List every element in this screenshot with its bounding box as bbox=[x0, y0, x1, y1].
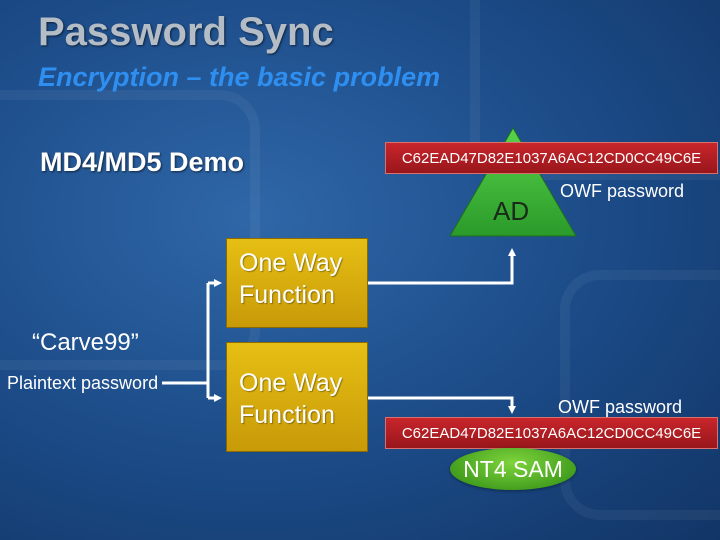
one-way-function-box-top: One Way Function bbox=[226, 238, 368, 328]
ad-triangle bbox=[449, 127, 577, 237]
page-title: Password Sync bbox=[38, 10, 334, 54]
plaintext-value: “Carve99” bbox=[32, 329, 139, 356]
function-label-line2: Function bbox=[239, 281, 335, 309]
function-label-line1: One Way bbox=[239, 369, 343, 397]
function-label: One Way Function bbox=[239, 247, 342, 311]
function-label: One Way Function bbox=[239, 367, 342, 431]
plaintext-split-connector bbox=[162, 279, 222, 402]
nt4-sam-ellipse: NT4 SAM bbox=[450, 448, 576, 490]
ad-label: AD bbox=[493, 196, 530, 226]
top-function-to-ad-arrow bbox=[368, 248, 516, 285]
bottom-function-to-sam-arrow bbox=[368, 396, 516, 414]
background-decoration bbox=[560, 270, 720, 520]
ad-hash-bar: C62EAD47D82E1037A6AC12CD0CC49C6E bbox=[385, 142, 718, 174]
background-decoration bbox=[470, 0, 720, 180]
sam-owf-label: OWF password bbox=[558, 397, 683, 417]
plaintext-caption: Plaintext password bbox=[7, 373, 159, 393]
ad-owf-label: OWF password bbox=[560, 181, 685, 201]
background-decoration bbox=[0, 90, 260, 370]
one-way-function-box-bottom: One Way Function bbox=[226, 342, 368, 452]
demo-label: MD4/MD5 Demo bbox=[40, 147, 245, 177]
sam-hash-bar: C62EAD47D82E1037A6AC12CD0CC49C6E bbox=[385, 417, 718, 449]
function-label-line2: Function bbox=[239, 401, 335, 429]
page-subtitle: Encryption – the basic problem bbox=[38, 62, 441, 92]
function-label-line1: One Way bbox=[239, 249, 343, 277]
